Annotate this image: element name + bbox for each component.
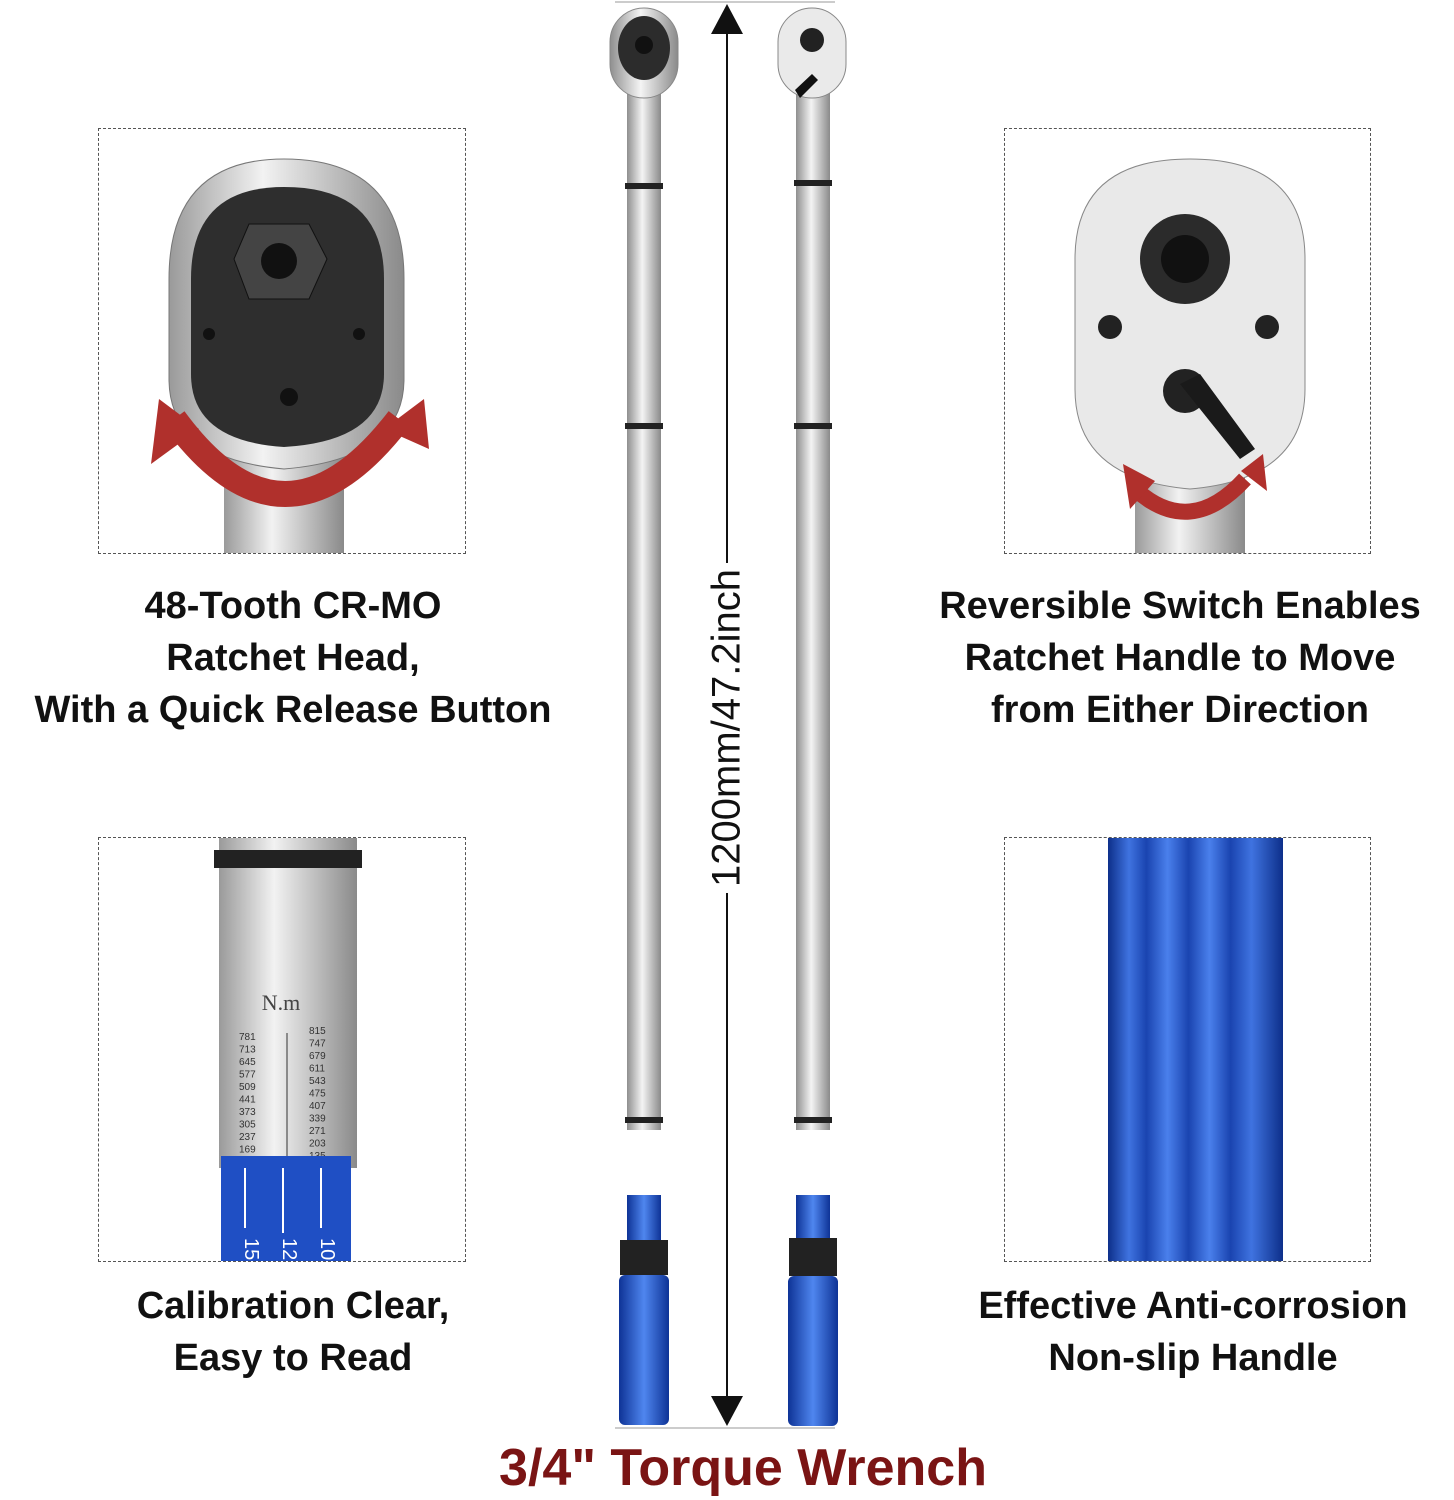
scale-unit: N.m (262, 990, 301, 1015)
reversible-switch-image (1004, 128, 1371, 554)
scale-number: 509 (239, 1082, 256, 1093)
scale-number: 475 (309, 1089, 326, 1100)
caption-line: from Either Direction (991, 689, 1369, 731)
caption-line: 48-Tooth CR-MO (144, 585, 442, 627)
scale-number: 169 (239, 1145, 256, 1156)
product-title: 3/4" Torque Wrench (499, 1439, 987, 1497)
scale-number: 441 (239, 1095, 256, 1106)
scale-number: 577 (239, 1070, 256, 1081)
wrench-right (777, 7, 847, 1426)
scale-number: 815 (309, 1026, 326, 1037)
feature-caption-handle: Effective Anti-corrosion Non-slip Handle (930, 1280, 1454, 1384)
scale-number: 679 (309, 1051, 326, 1062)
caption-line: Effective Anti-corrosion (978, 1285, 1408, 1327)
handle-image (1004, 837, 1371, 1262)
wrench-left (609, 7, 679, 1425)
length-dimension-label: 1200mm/47.2inch (704, 563, 750, 893)
dial-number: 15 (240, 1238, 262, 1260)
scale-number: 781 (239, 1032, 256, 1043)
scale-number: 611 (309, 1064, 325, 1075)
ratchet-head-image (98, 128, 466, 554)
caption-line: Ratchet Head, (166, 637, 420, 679)
scale-number: 203 (309, 1139, 326, 1150)
scale-number: 407 (309, 1101, 326, 1112)
scale-number: 713 (239, 1045, 256, 1056)
feature-caption-ratchet-head: 48-Tooth CR-MO Ratchet Head, With a Quic… (0, 580, 586, 736)
scale-number: 543 (309, 1076, 326, 1087)
scale-number: 645 (239, 1057, 256, 1068)
caption-line: Easy to Read (173, 1337, 413, 1379)
feature-caption-reversible-switch: Reversible Switch Enables Ratchet Handle… (900, 580, 1454, 736)
scale-number: 237 (239, 1132, 256, 1143)
caption-line: Ratchet Handle to Move (964, 637, 1396, 679)
feature-caption-calibration: Calibration Clear, Easy to Read (0, 1280, 586, 1384)
scale-number: 305 (239, 1120, 256, 1131)
caption-line: With a Quick Release Button (34, 689, 552, 731)
caption-line: Reversible Switch Enables (939, 585, 1421, 627)
dial-number: 12 (278, 1238, 300, 1260)
caption-line: Non-slip Handle (1048, 1337, 1338, 1379)
scale-number: 747 (309, 1039, 326, 1050)
scale-number: 339 (309, 1114, 326, 1125)
torque-wrench-pair-image (609, 1, 847, 1429)
caption-line: Calibration Clear, (136, 1285, 450, 1327)
dial-number: 10 (316, 1238, 338, 1260)
scale-number: 373 (239, 1107, 256, 1118)
scale-number: 271 (309, 1126, 326, 1137)
